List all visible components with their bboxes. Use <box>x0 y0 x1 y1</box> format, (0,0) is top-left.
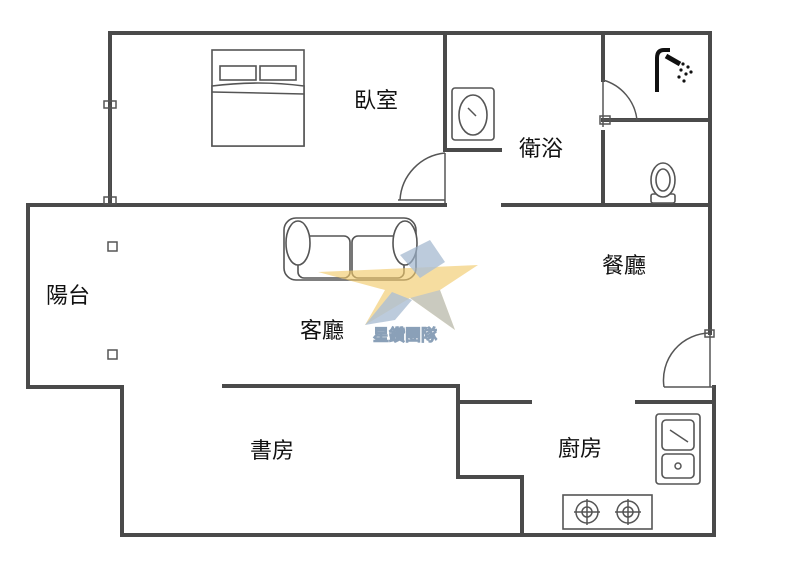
wall-east-lower <box>520 385 716 537</box>
room-label-living: 客廳 <box>300 319 344 344</box>
column-marker <box>107 349 118 360</box>
washbasin-icon <box>451 87 495 141</box>
room-label-dining: 餐廳 <box>602 254 646 279</box>
bedroom-window <box>103 100 117 205</box>
room-label-bedroom: 臥室 <box>354 89 398 114</box>
toilet-icon <box>650 162 676 204</box>
bedroom-door <box>398 152 446 203</box>
shower-icon <box>655 48 693 92</box>
wall-balcony <box>26 203 532 537</box>
room-label-balcony: 陽台 <box>46 284 90 309</box>
double-bed-icon <box>211 49 305 147</box>
entry-door <box>662 329 715 388</box>
column-marker <box>107 241 118 252</box>
wall-study-north <box>222 384 460 404</box>
room-label-kitchen: 廚房 <box>558 437 602 462</box>
kitchen-sink-icon <box>655 413 701 485</box>
gas-stove-icon <box>562 494 653 530</box>
walls <box>26 31 716 537</box>
room-label-bathroom: 衛浴 <box>519 137 563 162</box>
room-label-study: 書房 <box>250 439 294 464</box>
bath-door <box>599 79 640 127</box>
watermark-text: 星鑽團隊 <box>373 326 438 345</box>
star-logo-icon <box>318 240 478 330</box>
sofa-icon <box>283 217 418 281</box>
